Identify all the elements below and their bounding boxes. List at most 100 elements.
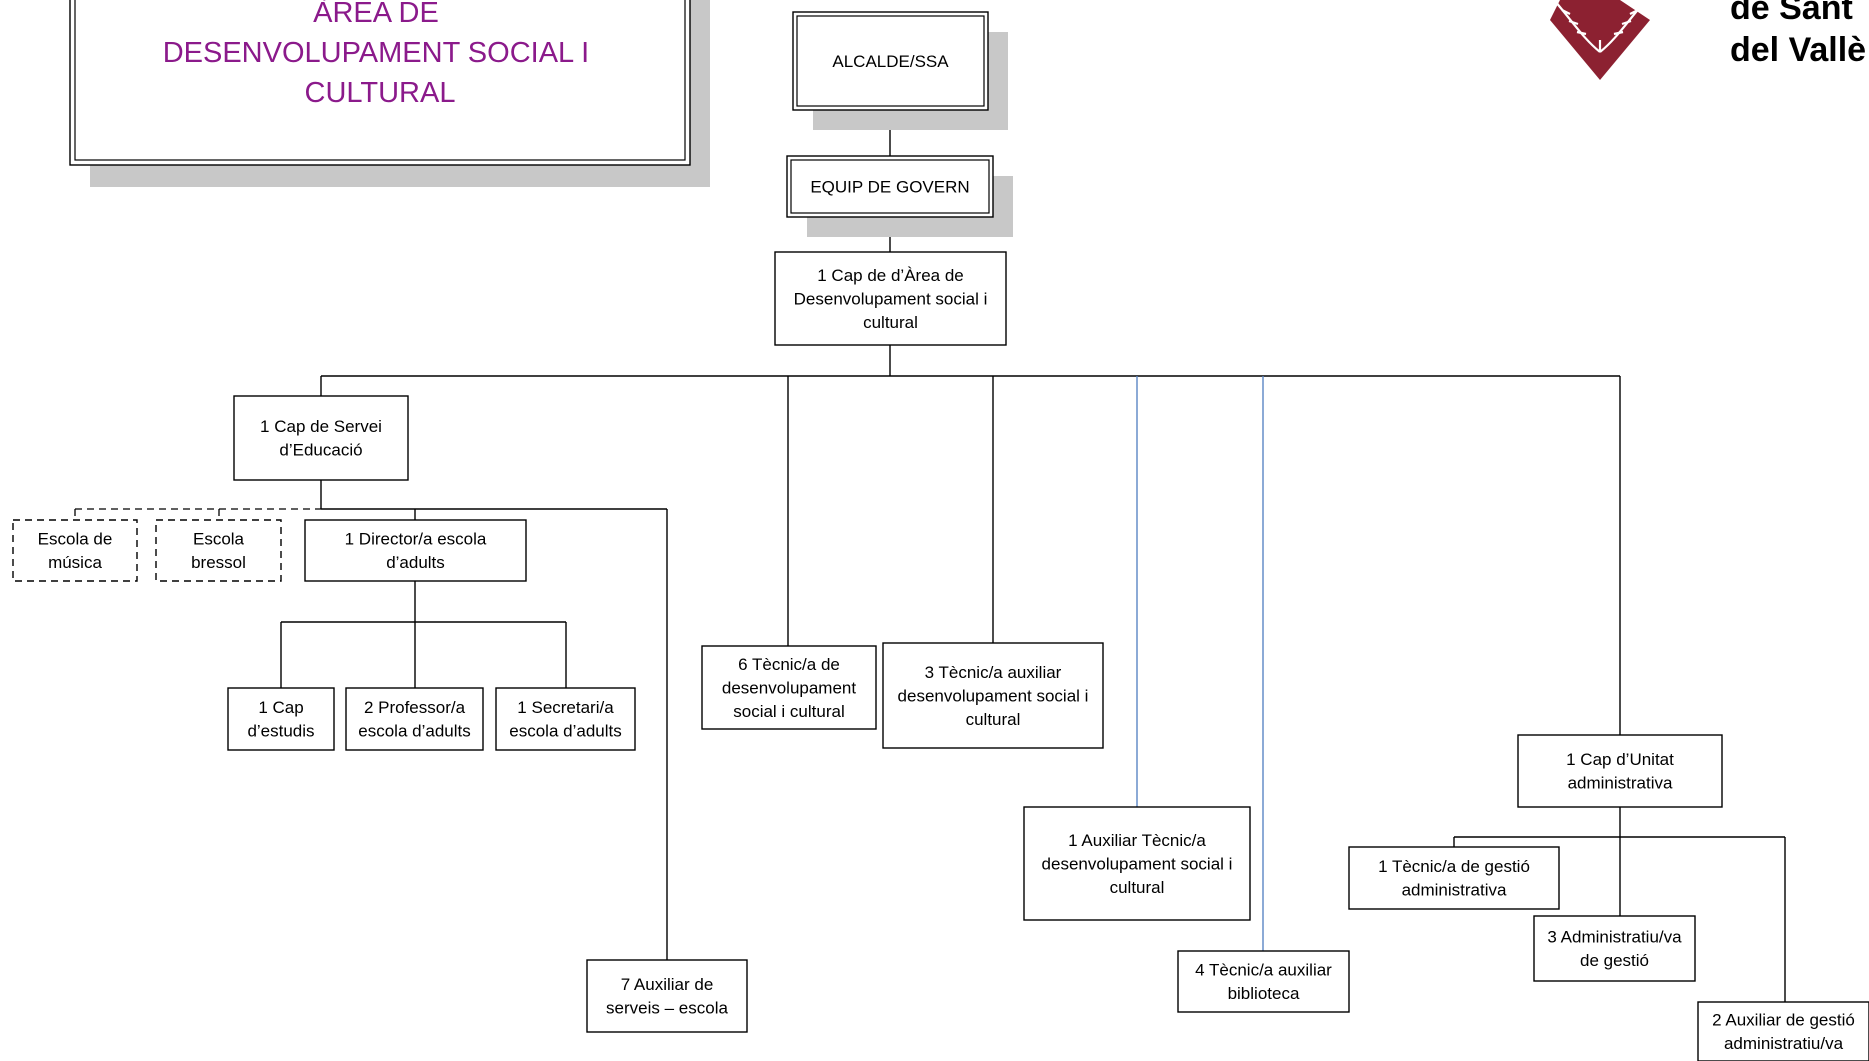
node-label: 1 Cap de Servei d’Educació	[260, 417, 382, 459]
node-label-line: 3 Administratiu/va	[1547, 928, 1682, 947]
node-label-line: administratiu/va	[1724, 1034, 1844, 1053]
node-label-line: 1 Cap de Servei	[260, 417, 382, 436]
node-label-line: ALCALDE/SSA	[832, 52, 949, 71]
node-administratiu: 3 Administratiu/va de gestió	[1533, 915, 1696, 982]
node-label-line: bressol	[191, 553, 246, 572]
node-escola-musica: Escola de música	[12, 519, 138, 582]
node-label: 1 Cap d’estudis	[247, 698, 314, 740]
node-label-line: 1 Cap d’Unitat	[1566, 750, 1674, 769]
node-label-line: 3 Tècnic/a auxiliar	[925, 663, 1062, 682]
node-label-line: social i cultural	[733, 702, 845, 721]
node-label-line: d’estudis	[247, 722, 314, 741]
node-box	[304, 519, 527, 582]
node-label-line: serveis – escola	[606, 999, 728, 1018]
node-label-line: 1 Secretari/a	[517, 698, 614, 717]
node-label: EQUIP DE GOVERN	[810, 177, 969, 196]
node-label-line: EQUIP DE GOVERN	[810, 177, 969, 196]
logo: de Sant del Vallè	[1550, 0, 1866, 80]
node-label: 3 Administratiu/va de gestió	[1547, 928, 1682, 970]
node-label-line: d’adults	[386, 553, 445, 572]
node-box	[1517, 734, 1723, 808]
node-box	[1177, 950, 1350, 1013]
title-box: ÀREA DE DESENVOLUPAMENT SOCIAL I CULTURA…	[69, 0, 710, 187]
page-title: ÀREA DE DESENVOLUPAMENT SOCIAL I CULTURA…	[163, 0, 598, 109]
node-box	[586, 959, 748, 1033]
node-tecnic-desenvolupament: 6 Tècnic/a de desenvolupament social i cul…	[701, 645, 877, 730]
node-label-line: 1 Cap de d’Àrea de	[817, 266, 964, 285]
node-box	[701, 645, 877, 730]
node-cap-educacio: 1 Cap de Servei d’Educació	[233, 395, 409, 481]
node-label-line: 7 Auxiliar de	[621, 975, 714, 994]
node-auxiliar-serveis: 7 Auxiliar de serveis – escola	[586, 959, 748, 1033]
node-label: ALCALDE/SSA	[832, 52, 949, 71]
node-box-inner	[796, 15, 985, 107]
node-label-line: desenvolupament social i	[1042, 854, 1233, 873]
node-box	[1023, 806, 1251, 921]
node-label-line: 1 Auxiliar Tècnic/a	[1068, 831, 1206, 850]
node-box	[1533, 915, 1696, 982]
node-box	[792, 11, 989, 111]
node-label: 1 Tècnic/a de gestió administrativa	[1378, 857, 1530, 899]
node-label: Escola de música	[38, 530, 113, 572]
node-box	[12, 519, 138, 582]
node-auxiliar-tecnic: 1 Auxiliar Tècnic/a desenvolupament socia…	[1023, 806, 1251, 921]
node-label: 1 Cap d’Unitat administrativa	[1566, 750, 1674, 792]
node-box	[495, 687, 636, 751]
node-box	[1348, 846, 1560, 910]
node-label-line: 1 Tècnic/a de gestió	[1378, 857, 1530, 876]
node-label-line: Escola de	[38, 530, 113, 549]
node-cap-unitat: 1 Cap d’Unitat administrativa	[1517, 734, 1723, 808]
node-label: 1 Auxiliar Tècnic/a desenvolupament socia…	[1042, 831, 1233, 897]
node-box	[227, 687, 335, 751]
node-label-line: administrativa	[1402, 881, 1507, 900]
node-equip-govern: EQUIP DE GOVERN	[786, 155, 1013, 237]
node-tecnic-auxiliar: 3 Tècnic/a auxiliar desenvolupament socia…	[882, 642, 1104, 749]
nodes: ALCALDE/SSA EQUIP DE GOVERN 1 Cap de d’Àre…	[12, 11, 1869, 1061]
node-secretari: 1 Secretari/a escola d’adults	[495, 687, 636, 751]
node-label-line: biblioteca	[1228, 984, 1300, 1003]
node-label-line: música	[48, 553, 102, 572]
node-label-line: 1 Cap	[258, 698, 303, 717]
node-alcalde: ALCALDE/SSA	[792, 11, 1008, 130]
node-label: 3 Tècnic/a auxiliar desenvolupament socia…	[898, 663, 1089, 729]
node-label-line: de gestió	[1580, 951, 1649, 970]
node-label-line: 6 Tècnic/a de	[738, 655, 840, 674]
node-label-line: escola d’adults	[509, 722, 621, 741]
node-cap-estudis: 1 Cap d’estudis	[227, 687, 335, 751]
node-label-line: Escola	[193, 530, 245, 549]
node-label: 7 Auxiliar de serveis – escola	[606, 975, 728, 1017]
node-box	[345, 687, 484, 751]
node-label-line: administrativa	[1568, 774, 1673, 793]
node-label-line: desenvolupament	[722, 678, 856, 697]
blue-connector-lines	[1136, 376, 1264, 951]
node-box	[774, 251, 1007, 346]
node-box	[1697, 1001, 1869, 1061]
node-label-line: d’Educació	[279, 441, 362, 460]
node-label: Escola bressol	[191, 530, 246, 572]
node-label-line: desenvolupament social i	[898, 686, 1089, 705]
wheat-icon	[1554, 0, 1655, 53]
node-tecnic-gestio: 1 Tècnic/a de gestió administrativa	[1348, 846, 1560, 910]
node-box-inner	[790, 159, 990, 214]
title-line: DESENVOLUPAMENT SOCIAL I	[163, 37, 590, 69]
node-box	[786, 155, 994, 218]
logo-line: de Sant	[1730, 0, 1853, 27]
title-line: CULTURAL	[305, 77, 456, 109]
node-label-line: cultural	[1110, 878, 1165, 897]
logo-text: de Sant del Vallè	[1730, 0, 1866, 69]
node-label-line: cultural	[863, 313, 918, 332]
node-label: 1 Secretari/a escola d’adults	[509, 698, 621, 740]
logo-line: del Vallè	[1730, 31, 1866, 69]
node-label: 6 Tècnic/a de desenvolupament social i cul…	[722, 655, 856, 721]
